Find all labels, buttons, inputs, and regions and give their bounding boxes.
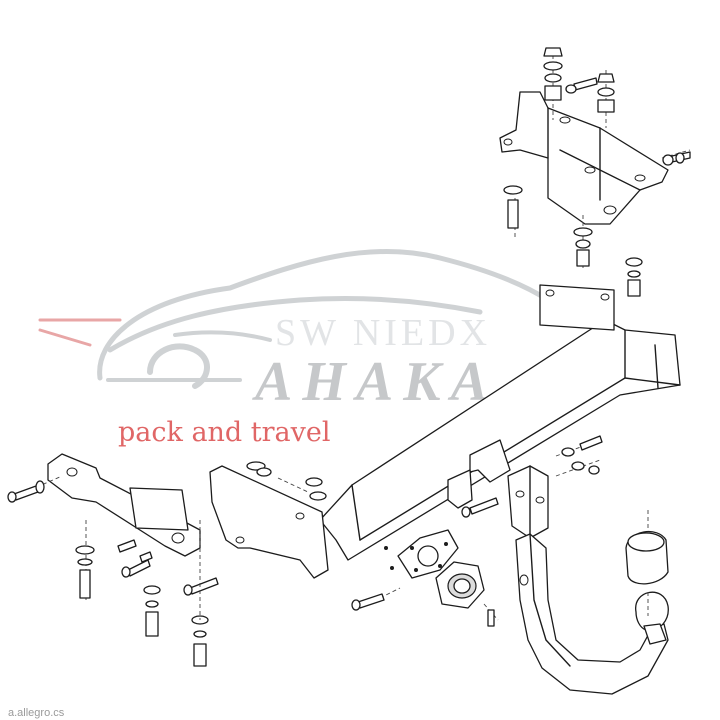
beam-center-bracket xyxy=(447,439,511,509)
car-logo-watermark xyxy=(38,248,551,389)
watermark-faint-text: SW NIEDX xyxy=(275,312,491,354)
socket-mounting-plate xyxy=(351,529,459,611)
electrical-socket xyxy=(435,561,499,627)
top-right-mounting-bracket xyxy=(499,91,669,225)
tow-ball-cap xyxy=(625,510,669,616)
footer-credit: a.allegro.cs xyxy=(8,707,65,719)
socket-bracket xyxy=(461,435,603,539)
middle-mounting-plate xyxy=(209,465,329,579)
left-side-plate xyxy=(47,453,201,557)
watermark-brand: AHAKA xyxy=(252,351,498,413)
watermark-tagline: pack and travel xyxy=(118,417,331,448)
tow-ball-arm xyxy=(515,533,669,695)
left-bolt-set xyxy=(7,461,327,667)
top-bolt-stack xyxy=(503,47,691,297)
